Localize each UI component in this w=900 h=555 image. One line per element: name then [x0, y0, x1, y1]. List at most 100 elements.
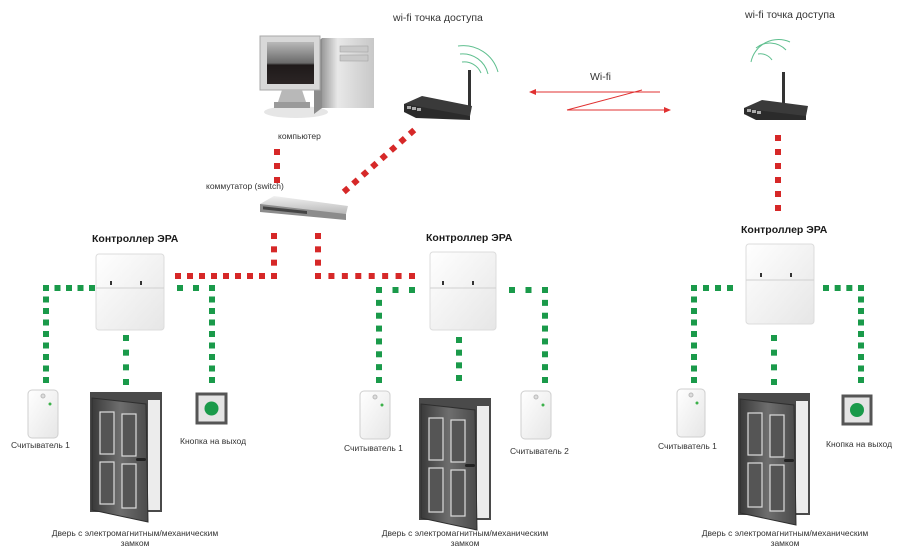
wiring-link-dot — [542, 364, 548, 371]
exit-button-icon — [841, 394, 873, 426]
ethernet-link-dot — [259, 273, 265, 279]
ethernet-link-dot — [315, 246, 321, 253]
wiring-link-dot — [123, 335, 129, 341]
wiring-link-dot — [771, 349, 777, 356]
card-reader-icon — [676, 388, 706, 438]
wiring-link-dot — [771, 379, 777, 385]
ethernet-link-dot — [379, 152, 388, 162]
switch-label: коммутатор (switch) — [206, 181, 284, 191]
ethernet-link-dot — [398, 136, 407, 145]
wiring-link-dot — [703, 285, 709, 291]
wiring-link-dot — [43, 285, 49, 291]
ethernet-link-dot — [341, 273, 348, 279]
wiring-link-dot — [456, 349, 462, 356]
door-3-label-line2: замком — [770, 538, 800, 548]
wiring-link-dot — [858, 319, 864, 326]
ethernet-link-dot — [775, 177, 781, 183]
door-3-label-line1: Дверь с электромагнитным/механическим — [701, 528, 869, 538]
ethernet-link-dot — [368, 273, 375, 279]
wiring-link-dot — [823, 285, 829, 291]
wiring-link-dot — [542, 312, 548, 319]
desktop-computer-icon — [259, 35, 374, 118]
wiring-link-dot — [858, 365, 864, 372]
wiring-link-dot — [691, 308, 697, 314]
door-2-label-line1: Дверь с электромагнитным/механическим — [381, 528, 549, 538]
door-3-label: Дверь с электромагнитным/механическим за… — [700, 528, 870, 548]
wiring-link-dot — [691, 331, 697, 337]
wifi-arrow-diagonal — [566, 89, 643, 111]
ap-right-label: wi-fi точка доступа — [745, 9, 835, 21]
reader-1a-label: Считыватель 1 — [11, 440, 70, 450]
ethernet-link-dot — [382, 273, 389, 279]
ethernet-link-dot — [247, 273, 253, 279]
door-2-label: Дверь с электромагнитным/механическим за… — [380, 528, 550, 548]
controller-box-icon — [745, 243, 815, 325]
wiring-link-dot — [392, 287, 399, 293]
ethernet-link-dot — [328, 273, 335, 279]
wifi-router-icon — [744, 39, 808, 120]
ethernet-link-dot — [360, 169, 370, 178]
reader-3a-label: Считыватель 1 — [658, 441, 717, 451]
wiring-link-dot — [715, 285, 721, 291]
wifi-waves-icon — [461, 61, 482, 74]
reader-2b-label: Считыватель 2 — [510, 446, 569, 456]
controller-1-label: Контроллер ЭРА — [92, 233, 179, 245]
ethernet-link-dot — [274, 149, 280, 155]
ethernet-link-dot — [370, 160, 379, 170]
ethernet-link-dot — [388, 144, 398, 153]
wiring-link-dot — [542, 299, 548, 306]
ethernet-link-dot — [271, 259, 277, 266]
wiring-link-dot — [177, 285, 183, 291]
wiring-link-dot — [509, 287, 515, 293]
wiring-link-dot — [43, 331, 49, 337]
wiring-link-dot — [376, 377, 382, 383]
ethernet-link-dot — [775, 205, 781, 211]
wifi-link-label: Wi-fi — [590, 71, 611, 83]
wiring-link-dot — [376, 312, 382, 319]
wiring-link-dot — [771, 335, 777, 341]
ethernet-link-dot — [409, 273, 415, 279]
ethernet-link-dot — [211, 273, 217, 279]
controller-box-icon — [429, 251, 497, 331]
wiring-link-dot — [456, 362, 462, 369]
wiring-link-dot — [542, 351, 548, 358]
wiring-link-dot — [542, 325, 548, 332]
ethernet-link-dot — [315, 259, 321, 266]
wiring-link-dot — [858, 308, 864, 314]
ethernet-link-dot — [315, 273, 321, 279]
exit-3-label: Кнопка на выход — [826, 439, 893, 449]
ethernet-link-dot — [271, 246, 277, 253]
wiring-link-dot — [525, 287, 532, 293]
wiring-link-dot — [77, 285, 84, 291]
wiring-link-dot — [43, 354, 49, 360]
wiring-link-dot — [209, 342, 215, 349]
wiring-link-dot — [376, 287, 382, 293]
wiring-link-dot — [209, 285, 215, 291]
wiring-link-dot — [43, 308, 49, 314]
connections-layer — [43, 127, 864, 385]
wiring-link-dot — [43, 342, 49, 349]
wiring-link-dot — [209, 354, 215, 360]
wiring-link-dot — [409, 287, 415, 293]
ethernet-link-dot — [775, 191, 781, 197]
ethernet-link-dot — [187, 273, 193, 279]
ethernet-link-dot — [351, 177, 360, 186]
wiring-link-dot — [209, 319, 215, 326]
ethernet-link-dot — [407, 127, 417, 137]
wiring-link-dot — [54, 285, 61, 291]
wiring-link-dot — [376, 338, 382, 345]
wiring-link-dot — [209, 365, 215, 372]
ethernet-link-dot — [235, 273, 241, 279]
wiring-link-dot — [691, 342, 697, 349]
door-1-label-line2: замком — [120, 538, 150, 548]
wiring-link-dot — [193, 285, 199, 291]
ethernet-link-dot — [199, 273, 205, 279]
exit-button-icon — [195, 392, 228, 425]
controller-box-icon — [95, 253, 165, 331]
ethernet-link-dot — [274, 177, 280, 183]
door-icon — [738, 393, 810, 526]
exit-1-label: Кнопка на выход — [180, 436, 247, 446]
wiring-link-dot — [691, 365, 697, 372]
wiring-link-dot — [209, 377, 215, 383]
door-icon — [90, 392, 162, 523]
